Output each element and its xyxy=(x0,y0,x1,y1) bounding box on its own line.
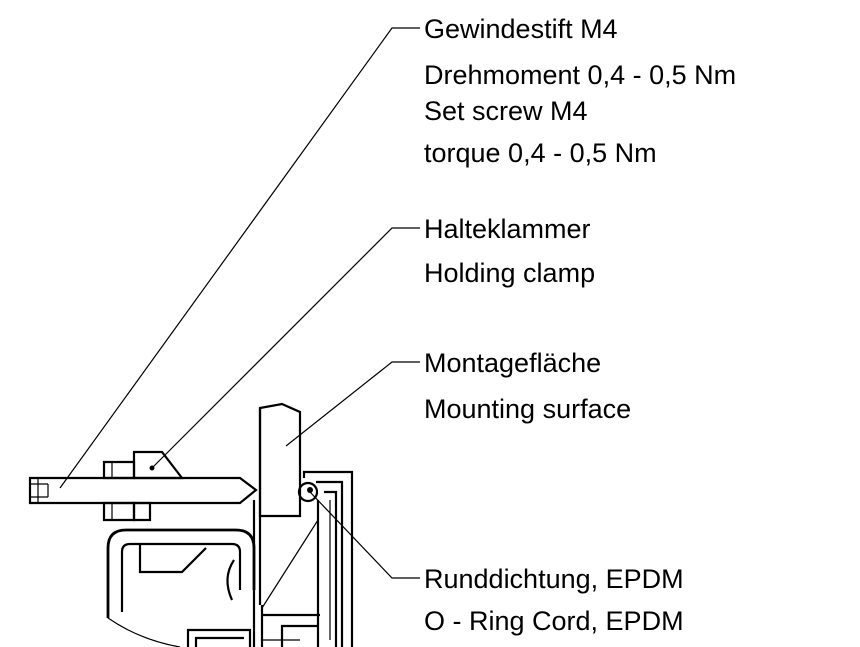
label-set-screw-en: Set screw M4 xyxy=(424,96,588,126)
callout-holding-clamp: Halteklammer Holding clamp xyxy=(424,214,595,288)
set-screw-part xyxy=(28,476,258,505)
label-holding-clamp-de: Halteklammer xyxy=(424,214,591,244)
label-o-ring-en: O - Ring Cord, EPDM xyxy=(424,606,684,636)
callout-mounting-surface: Montagefläche Mounting surface xyxy=(424,348,631,424)
leader-line-set-screw xyxy=(59,27,420,489)
callout-o-ring: Runddichtung, EPDM O - Ring Cord, EPDM xyxy=(424,564,684,636)
label-mounting-surface-en: Mounting surface xyxy=(424,394,631,424)
leader-line-mounting-surface xyxy=(285,361,420,447)
leader-line-holding-clamp xyxy=(151,227,420,469)
label-torque-de: Drehmoment 0,4 - 0,5 Nm xyxy=(424,60,736,90)
label-holding-clamp-en: Holding clamp xyxy=(424,258,595,288)
label-mounting-surface-de: Montagefläche xyxy=(424,348,601,378)
leader-lines xyxy=(59,27,420,579)
mounting-surface-part xyxy=(258,402,302,605)
holding-clamp-part xyxy=(102,450,185,522)
callout-set-screw: Gewindestift M4 Drehmoment 0,4 - 0,5 Nm … xyxy=(424,14,736,168)
label-o-ring-de: Runddichtung, EPDM xyxy=(424,564,684,594)
leader-line-o-ring xyxy=(309,491,420,579)
o-ring-part xyxy=(297,481,319,503)
front-frame-part xyxy=(261,470,354,647)
label-set-screw-de: Gewindestift M4 xyxy=(424,14,618,44)
label-torque-en: torque 0,4 - 0,5 Nm xyxy=(424,138,657,168)
